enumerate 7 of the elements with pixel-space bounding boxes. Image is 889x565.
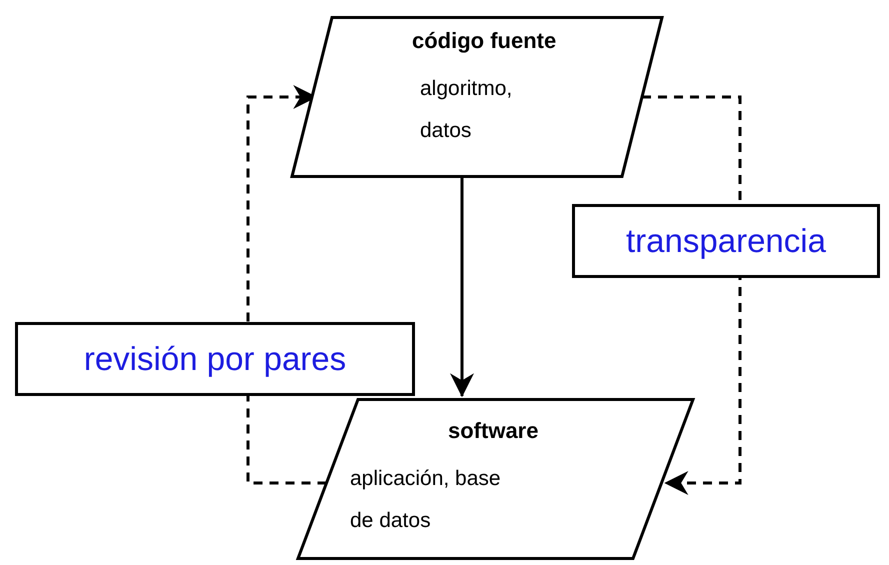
edge-label: revisión por pares — [15, 322, 415, 396]
node-text: algoritmo, datos — [420, 76, 514, 144]
arrow — [450, 178, 474, 398]
node-title: código fuente — [412, 28, 556, 54]
node-text: aplicación, base de datos — [350, 466, 502, 534]
edge-label: transparencia — [572, 204, 880, 278]
node-title: software — [448, 418, 538, 444]
